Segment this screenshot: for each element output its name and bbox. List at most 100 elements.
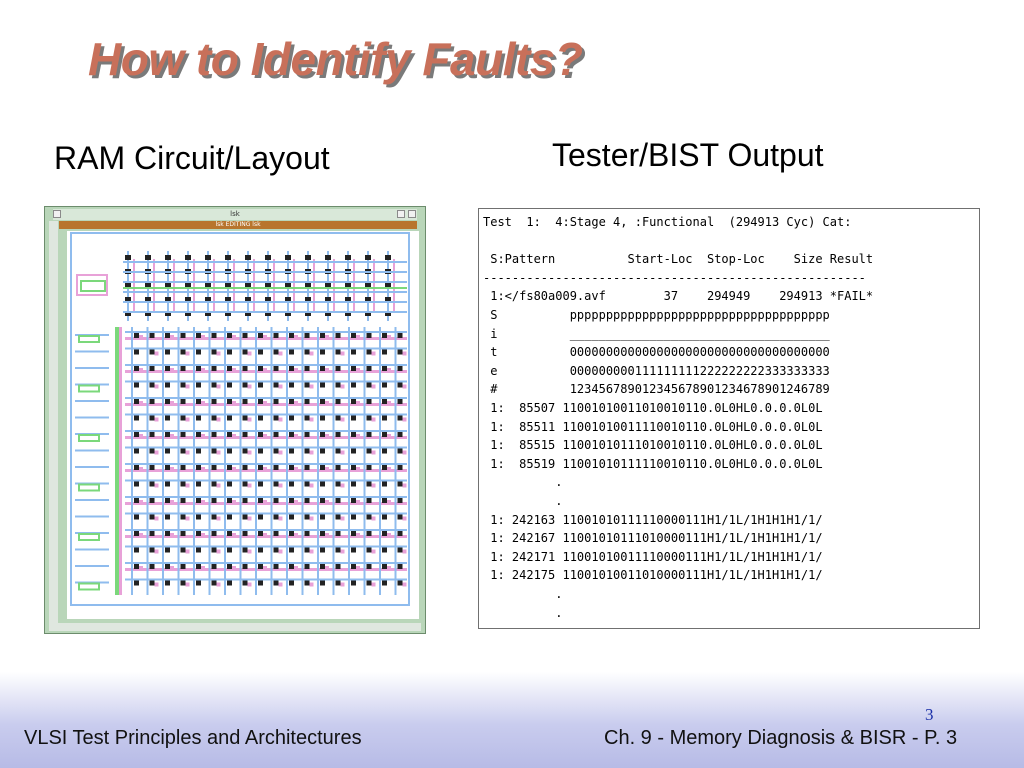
cell-poly <box>216 351 221 356</box>
cell-contact <box>273 514 279 520</box>
cell-contact <box>149 564 155 569</box>
row-driver-wire <box>75 499 109 501</box>
contact <box>245 283 251 288</box>
cell-poly <box>201 401 205 405</box>
vertical-scrollbar[interactable] <box>49 221 58 623</box>
cell-contact <box>149 498 155 503</box>
cell-contact <box>134 333 139 338</box>
column-wire <box>177 327 180 595</box>
cell-poly <box>387 533 391 537</box>
cell-contact <box>304 333 310 338</box>
cell-contact <box>242 333 248 338</box>
contact <box>265 283 271 288</box>
maximize-icon[interactable] <box>408 210 416 218</box>
cell-contact <box>134 432 139 437</box>
cell-poly <box>371 384 376 389</box>
bitline-row <box>125 496 407 498</box>
cell-contact <box>211 481 217 487</box>
cell-contact <box>320 547 325 553</box>
cell-contact <box>320 564 325 569</box>
cell-contact <box>351 531 356 536</box>
contact <box>265 255 271 260</box>
cell-contact <box>165 432 170 437</box>
cell-poly <box>170 566 174 570</box>
column-wire <box>193 327 195 595</box>
cell-poly <box>387 467 391 471</box>
cell-poly <box>263 401 267 405</box>
row-driver-wire <box>75 367 109 369</box>
cell-poly <box>387 566 391 570</box>
cell-poly <box>325 500 329 504</box>
cell-contact <box>382 564 387 569</box>
cell-poly <box>247 516 252 521</box>
minimize-icon[interactable] <box>397 210 405 218</box>
cell-poly <box>387 335 391 339</box>
column-wire <box>317 327 319 595</box>
cell-contact <box>320 366 325 371</box>
contact <box>145 255 151 260</box>
cell-contact <box>351 399 356 404</box>
tester-output-line: # 123456789012345678901234678901246789 <box>483 382 830 397</box>
cell-contact <box>366 547 372 553</box>
cell-contact <box>227 498 232 503</box>
row-driver-wire <box>75 449 109 452</box>
cell-contact <box>258 448 263 454</box>
cell-contact <box>196 465 201 470</box>
cell-contact <box>304 415 310 421</box>
cell-poly <box>294 434 298 438</box>
cell-contact <box>397 498 403 503</box>
cell-contact <box>320 481 325 487</box>
cell-contact <box>258 564 263 569</box>
cell-poly <box>170 368 174 372</box>
cell-contact <box>165 465 170 470</box>
cell-contact <box>382 448 387 454</box>
cell-contact <box>335 415 341 421</box>
cell-contact <box>304 382 310 388</box>
cell-contact <box>289 382 294 388</box>
cell-poly <box>232 401 236 405</box>
cell-poly <box>340 483 345 488</box>
contact <box>265 297 271 302</box>
cell-poly <box>170 500 174 504</box>
cell-poly <box>340 417 345 422</box>
window-menu-icon[interactable] <box>53 210 61 218</box>
cell-contact <box>289 432 294 437</box>
cell-poly <box>309 417 314 422</box>
cell-contact <box>351 481 356 487</box>
contact <box>265 311 271 316</box>
cell-poly <box>139 368 143 372</box>
cell-contact <box>273 333 279 338</box>
cell-contact <box>335 481 341 487</box>
tester-output-line: 1: 242171 11001010011110000111H1/1L/1H1H… <box>483 549 823 564</box>
cell-poly <box>371 450 376 455</box>
cell-contact <box>227 564 232 569</box>
cell-contact <box>320 333 325 338</box>
column-wire <box>162 327 164 595</box>
cell-contact <box>366 481 372 487</box>
cell-contact <box>304 465 310 470</box>
cell-contact <box>165 481 170 487</box>
horizontal-scrollbar[interactable] <box>49 623 421 631</box>
cell-contact <box>382 531 387 536</box>
footer-band <box>0 672 1024 768</box>
column-wire <box>270 327 273 595</box>
bitline-row <box>125 463 407 465</box>
footer-chapter: Ch. 9 - Memory Diagnosis & BISR - P. 3 <box>604 727 958 749</box>
bitline-row <box>125 446 407 449</box>
cell-contact <box>273 580 279 586</box>
cell-contact <box>397 531 403 536</box>
cell-poly <box>356 566 360 570</box>
cell-poly <box>247 351 252 356</box>
decoder-line <box>123 281 407 283</box>
cell-poly <box>278 549 283 554</box>
cell-contact <box>242 547 248 553</box>
cell-contact <box>242 531 248 536</box>
decoder-poly <box>373 259 375 311</box>
cell-contact <box>351 448 356 454</box>
cell-poly <box>232 533 236 537</box>
cell-poly <box>309 351 314 356</box>
cell-contact <box>180 580 186 586</box>
cell-contact <box>366 366 372 371</box>
cell-contact <box>196 448 201 454</box>
row-driver <box>78 335 100 343</box>
